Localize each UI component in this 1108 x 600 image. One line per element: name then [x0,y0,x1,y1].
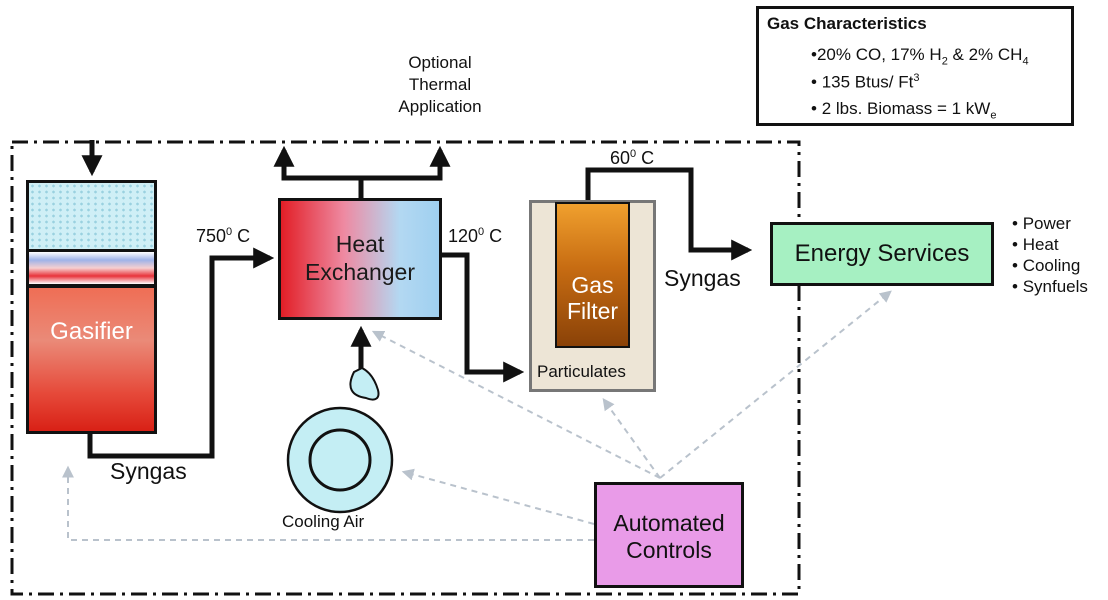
temp-60-degree: 0 [630,148,637,160]
gas-energy-content: • 135 Btus/ Ft3 [811,72,920,92]
gasifier-divider-1 [29,249,154,252]
thermal-branch-right [361,145,451,181]
gasifier: Gasifier [26,180,157,434]
gas-composition: •20% CO, 17% H2 & 2% CH4 [811,45,1029,68]
temp-60-value: 60 [610,148,631,168]
optional-line2: Thermal [408,75,472,94]
control-signals [62,290,892,541]
automated-controls-box [594,482,744,588]
output-heat: • Heat [1012,235,1059,254]
temp-120-label: 1200 C [448,226,502,247]
temp-60-unit: C [636,148,655,168]
output-synfuels: • Synfuels [1012,277,1088,296]
automated-controls-label-2: Controls [626,537,712,563]
energy-services-box [770,222,994,286]
optional-line3: Application [398,97,482,116]
output-power: • Power [1012,214,1071,233]
gas-biomass-sub: e [990,109,997,122]
gas-composition-text2: & 2% CH [947,45,1023,64]
gasifier-feed-zone [29,183,154,249]
output-cooling-label: Cooling [1022,256,1081,275]
syngas-label-right: Syngas [664,265,741,291]
temp-120-unit: C [484,226,503,246]
temp-60-label: 600 C [610,148,654,169]
output-synfuels-label: Synfuels [1022,277,1088,296]
gas-characteristics-title: Gas Characteristics [767,14,927,33]
energy-services-label: Energy Services [794,240,970,267]
gasifier-divider-2 [29,284,154,288]
heat-exchanger-label-2: Exchanger [305,259,415,285]
output-power-label: Power [1022,214,1071,233]
gas-filter-label-1: Gas [571,272,614,298]
gasifier-reaction-zone [29,252,154,284]
gas-biomass-ratio: • 2 lbs. Biomass = 1 kWe [811,99,997,122]
output-heat-label: Heat [1022,235,1059,254]
temp-750-unit: C [232,226,251,246]
syngas-line-hx-to-filter [442,252,525,383]
particulates-label: Particulates [537,362,626,381]
thermal-branch [273,145,364,198]
gas-energy-text: 135 Btus/ Ft [821,72,914,92]
temp-750-label: 7500 C [196,226,250,247]
gas-composition-text: 20% CO, 17% H [816,45,942,64]
temp-120-value: 120 [448,226,479,246]
automated-controls-label-1: Automated [613,510,725,536]
syngas-line-gasifier-to-hx [87,247,275,459]
gasifier-label: Gasifier [50,318,133,345]
output-cooling: • Cooling [1012,256,1081,275]
heat-exchanger-label-1: Heat [335,231,385,257]
temp-120-degree: 0 [478,226,485,238]
syngas-label-bottom: Syngas [110,458,187,484]
optional-thermal-label: Optional Thermal Application [382,52,498,118]
gas-filter-label: Gas Filter [555,272,630,324]
cooling-air-label: Cooling Air [282,512,365,531]
gas-energy-sup: 3 [913,72,920,84]
syngas-line-filter-to-energy [585,167,753,261]
heat-exchanger: Heat Exchanger [278,198,442,320]
gasifier-body [29,288,154,431]
gas-filter [555,202,630,348]
gas-composition-sub2: 4 [1022,55,1029,68]
cooling-fan [286,366,394,514]
gas-biomass-text: 2 lbs. Biomass = 1 kW [821,99,991,118]
optional-line1: Optional [408,53,472,72]
automated-controls-label: Automated Controls [594,510,744,564]
temp-750-degree: 0 [226,226,233,238]
gas-characteristics-box: Gas Characteristics •20% CO, 17% H2 & 2%… [756,6,1074,126]
temp-750-value: 750 [196,226,227,246]
gas-filter-label-2: Filter [566,298,619,324]
gas-composition-sub1: 2 [941,55,948,68]
